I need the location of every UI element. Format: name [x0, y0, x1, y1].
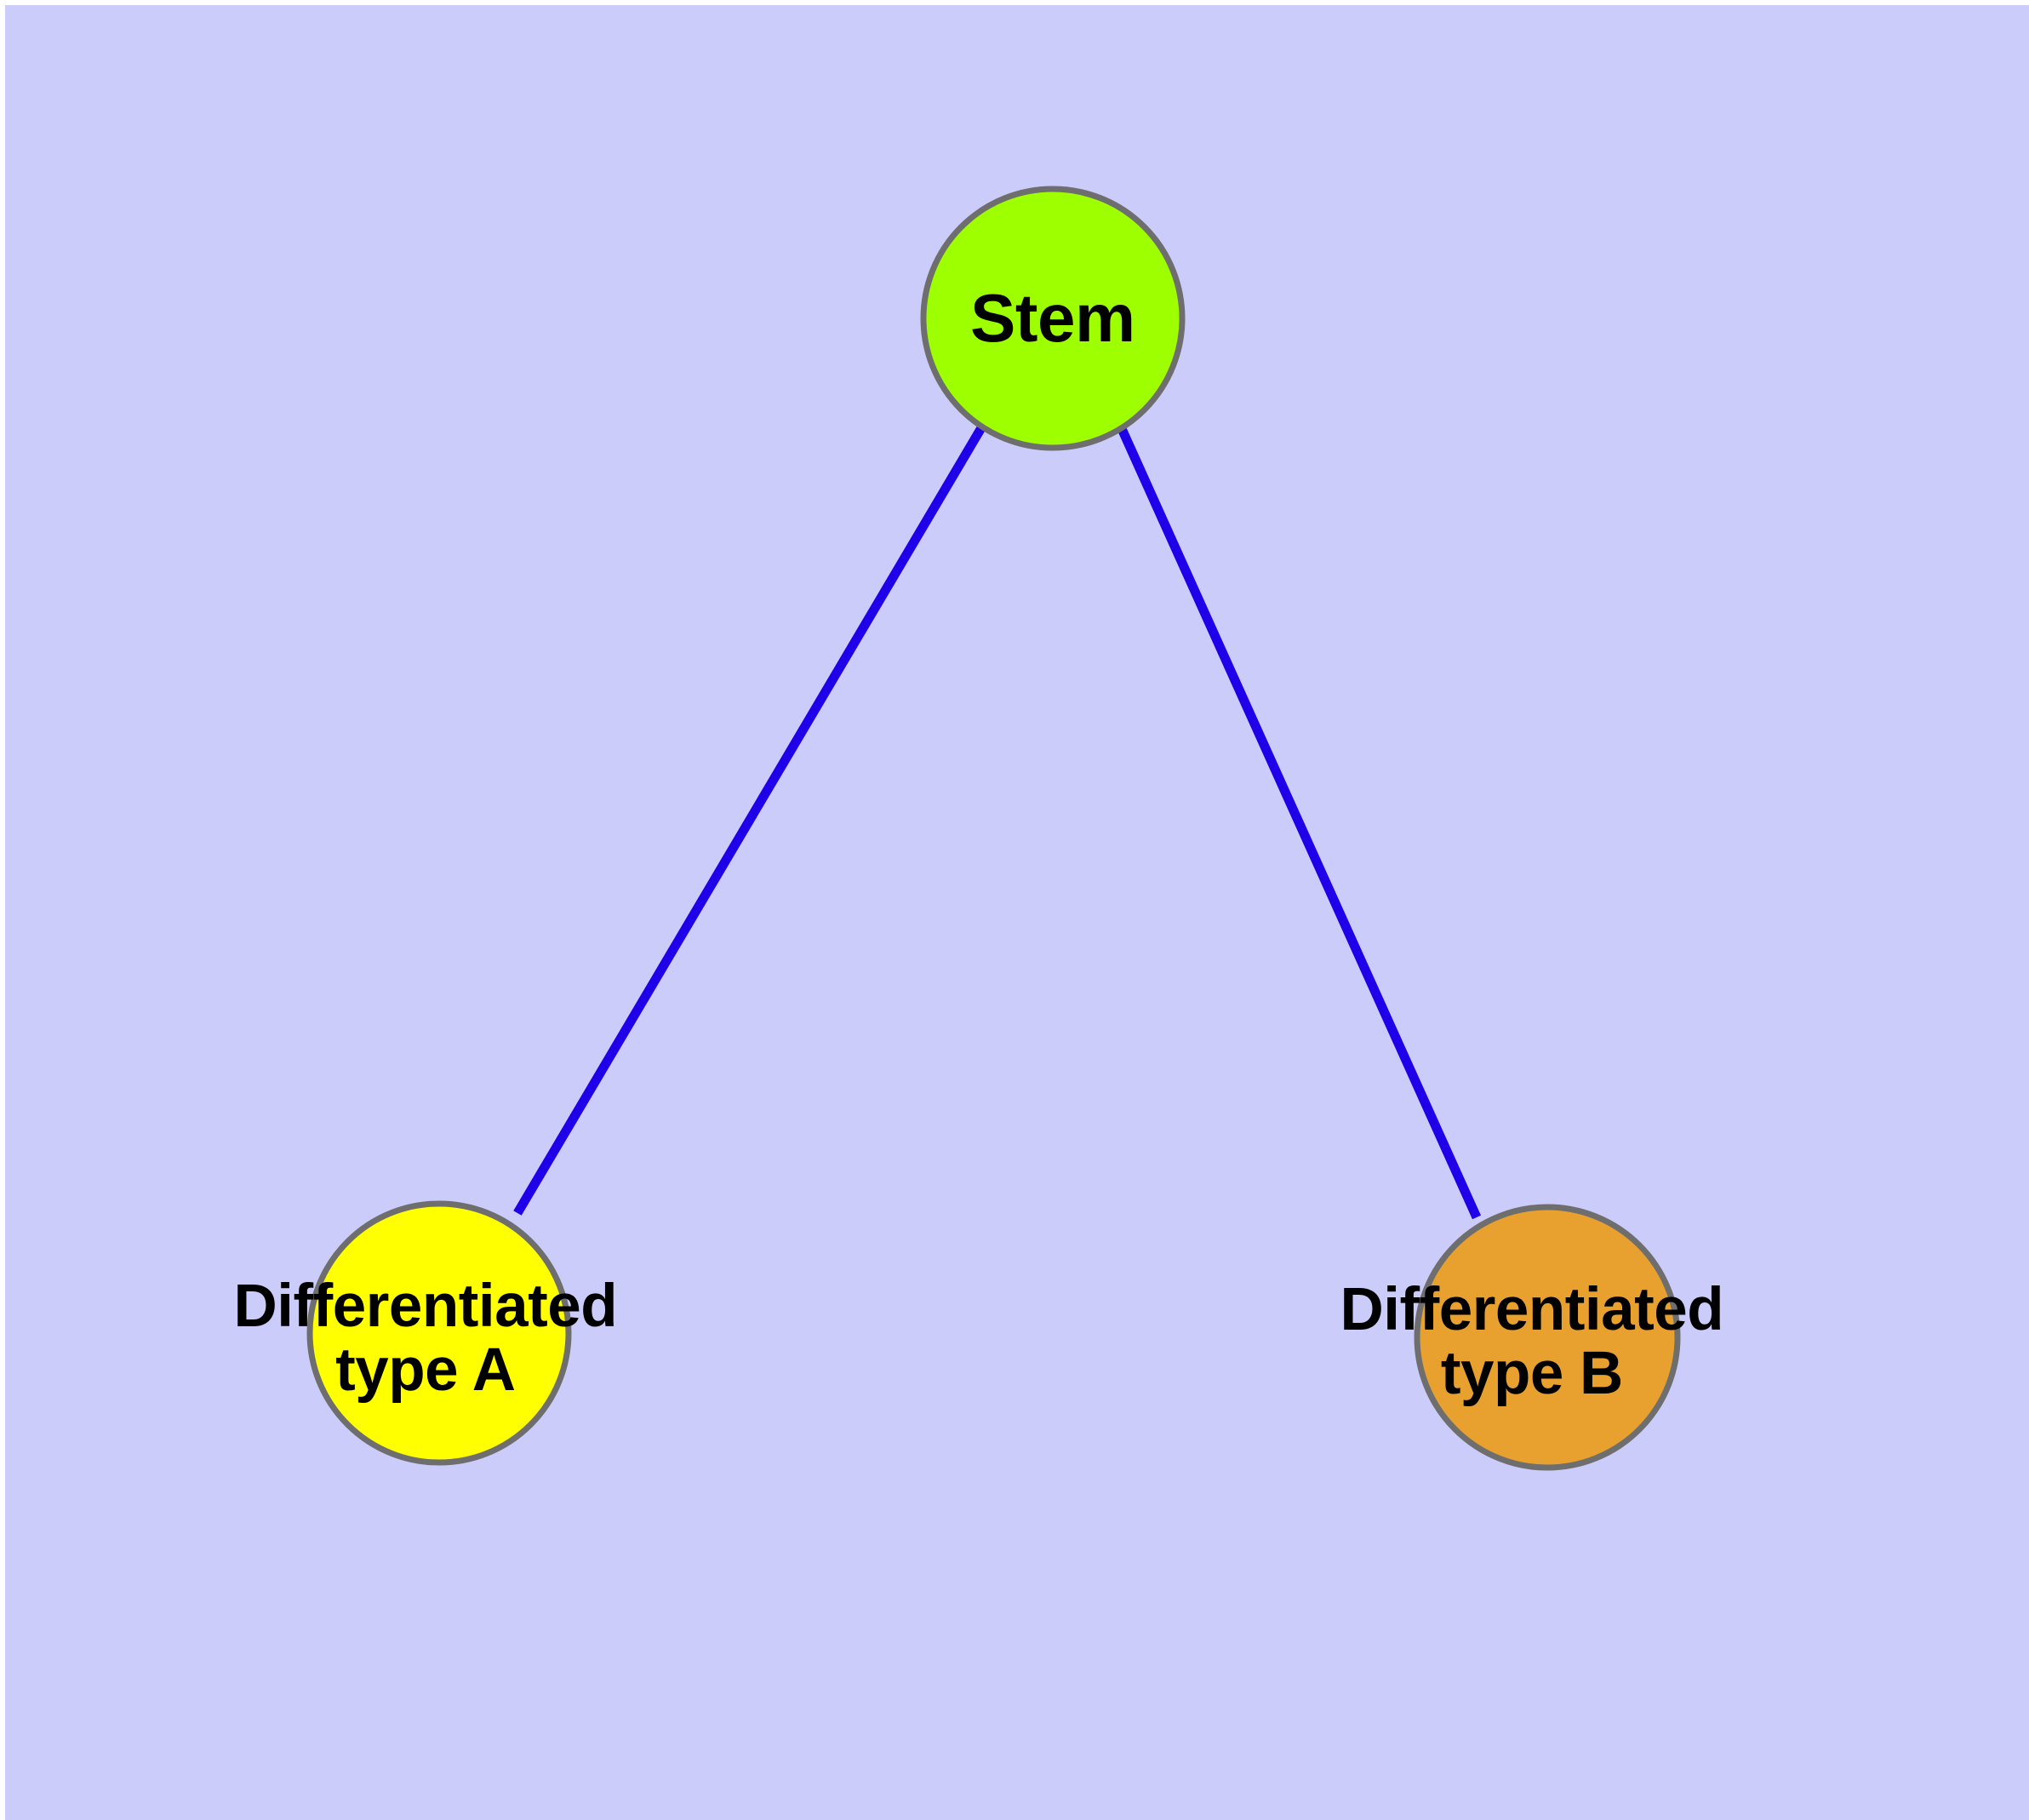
graph-edge-stem-diff_b: [1114, 421, 1482, 1220]
graph-edge-stem-diff_a: [513, 424, 986, 1216]
edges-layer: [513, 421, 1482, 1220]
graph-node-stem[interactable]: [920, 186, 1186, 451]
graph-node-diff_b[interactable]: [1414, 1204, 1681, 1471]
nodes-layer: [306, 186, 1681, 1471]
graph-node-diff_a[interactable]: [306, 1200, 572, 1466]
